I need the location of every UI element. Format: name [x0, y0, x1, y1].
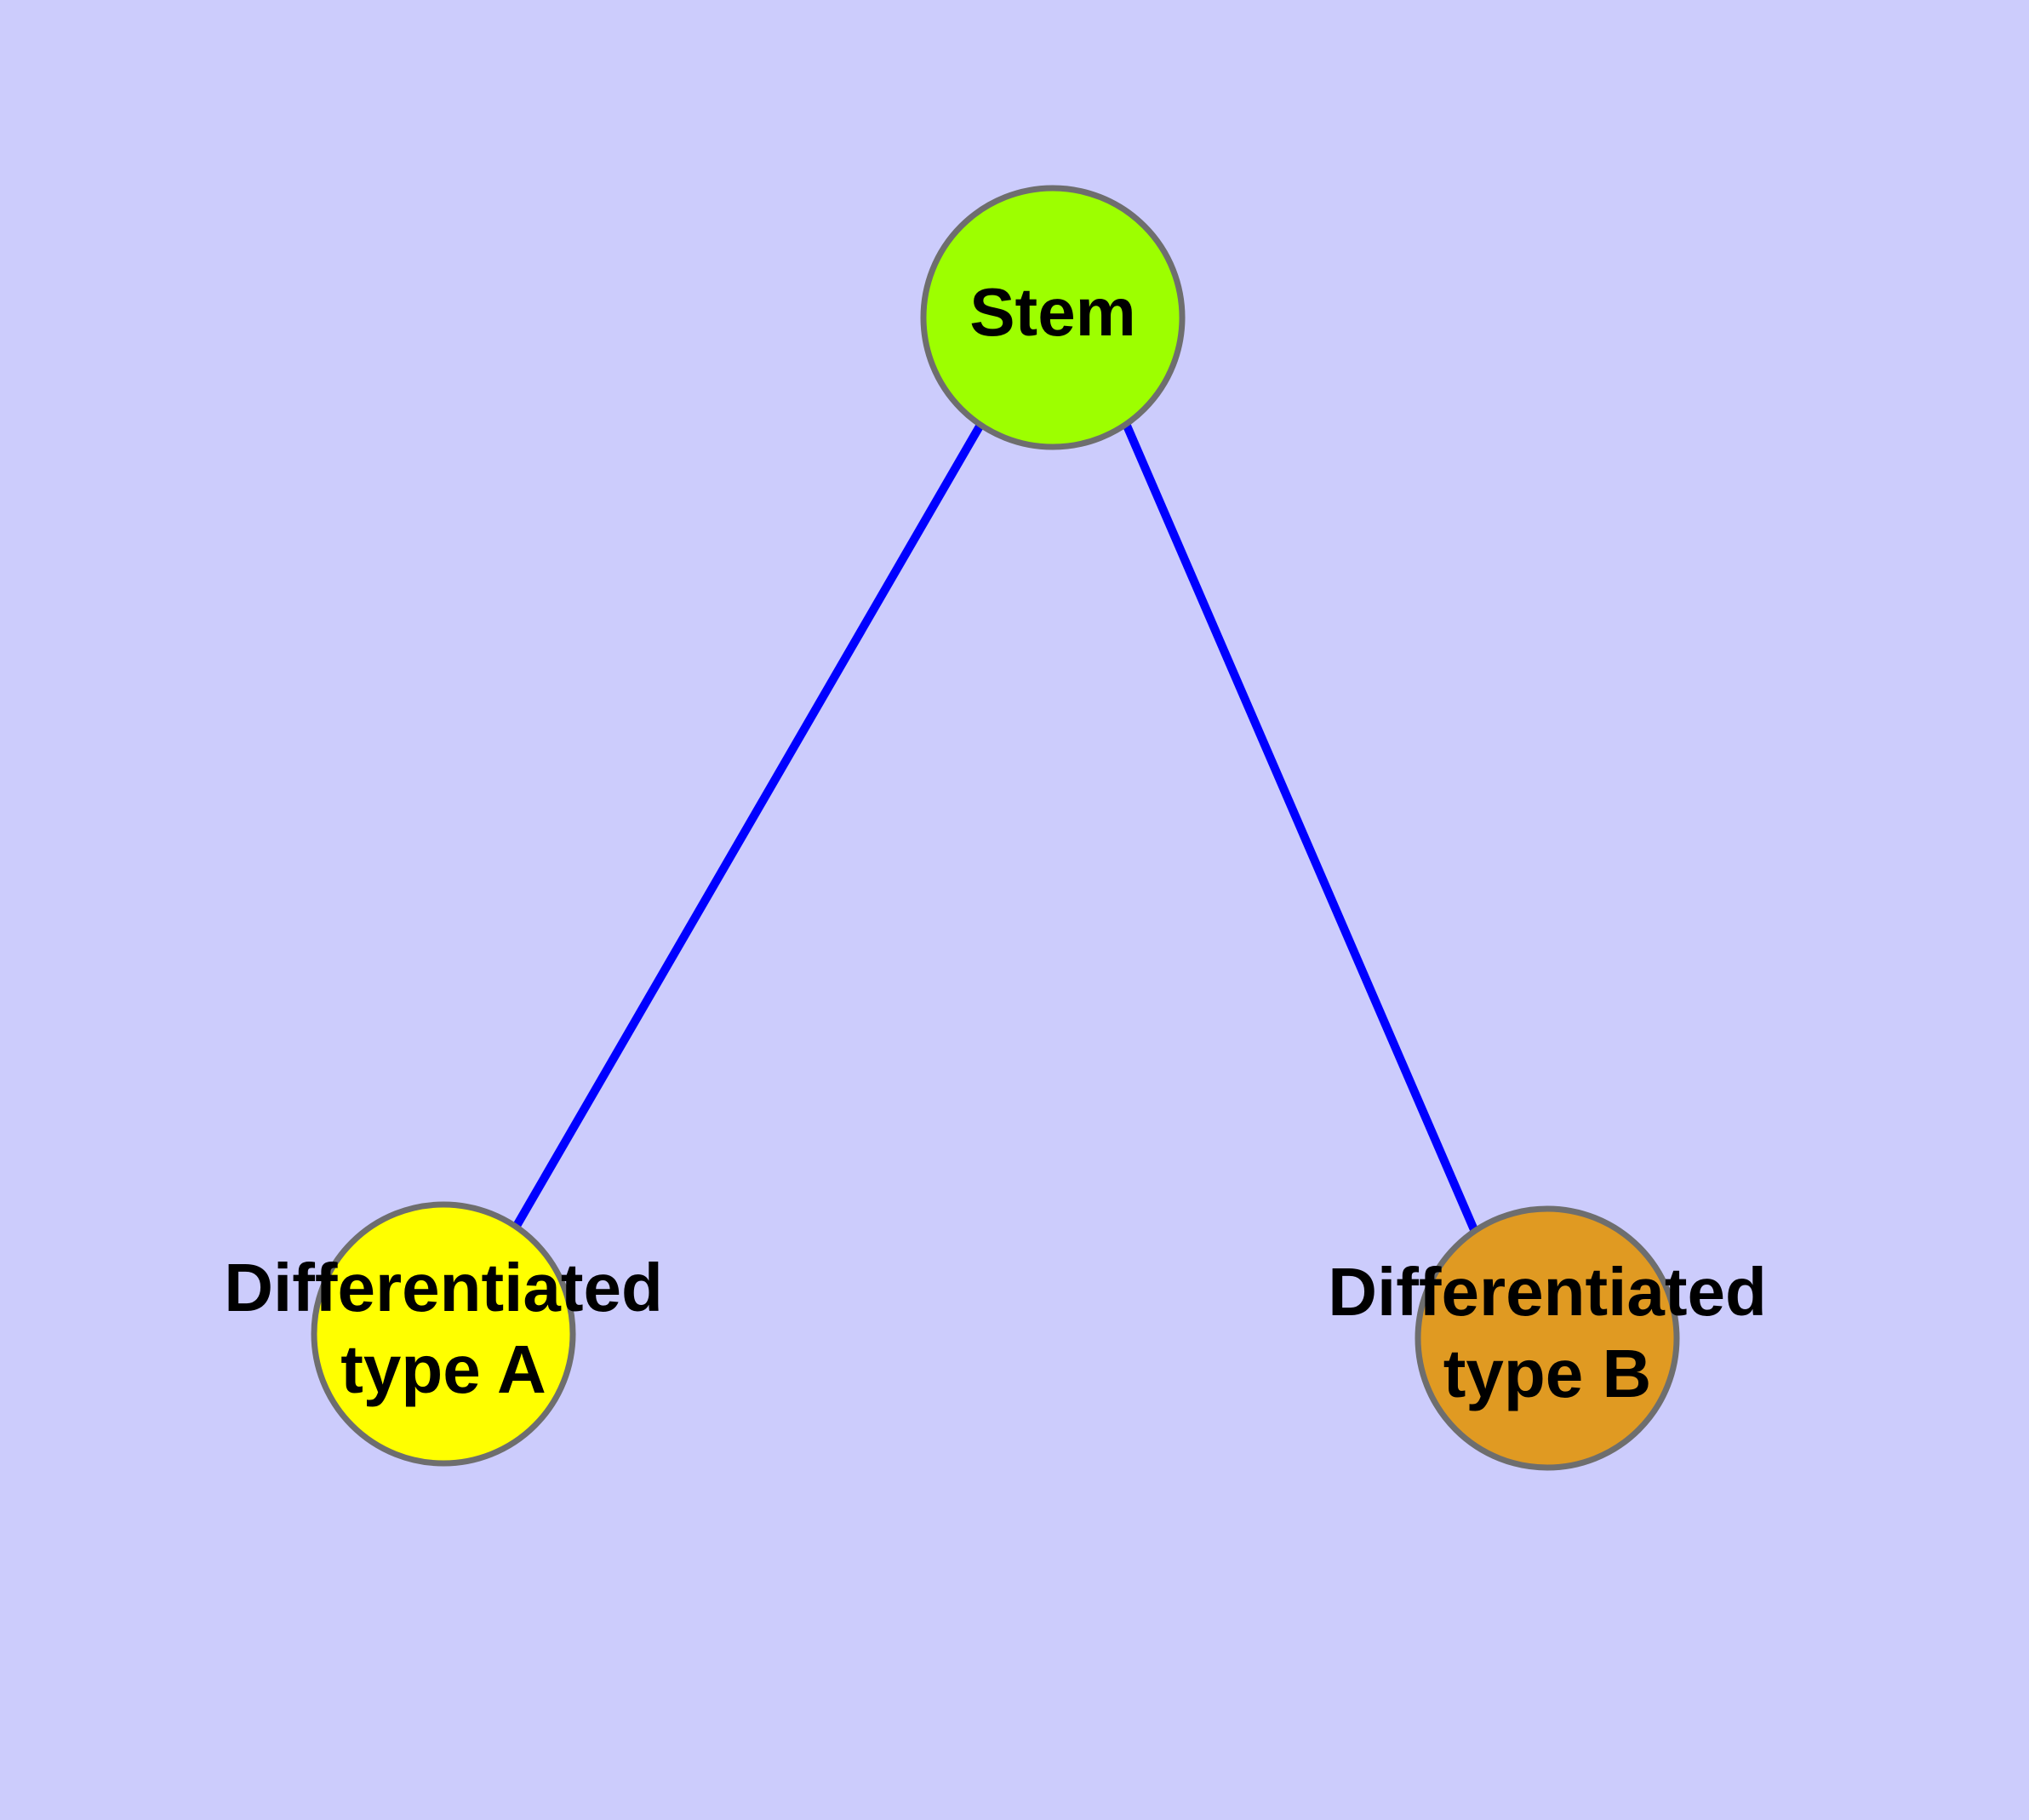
- node-differentiated-type-a-circle[interactable]: [311, 1201, 576, 1467]
- node-stem-circle[interactable]: [920, 185, 1186, 450]
- node-differentiated-type-b-circle[interactable]: [1415, 1205, 1680, 1471]
- edge-stem-to-diff-b: [1123, 424, 1479, 1233]
- node-stem[interactable]: Stem: [920, 185, 1186, 450]
- node-stem-label: Stem: [969, 274, 1136, 350]
- edge-stem-to-diff-a: [512, 422, 985, 1228]
- edge-layer: [512, 422, 1479, 1233]
